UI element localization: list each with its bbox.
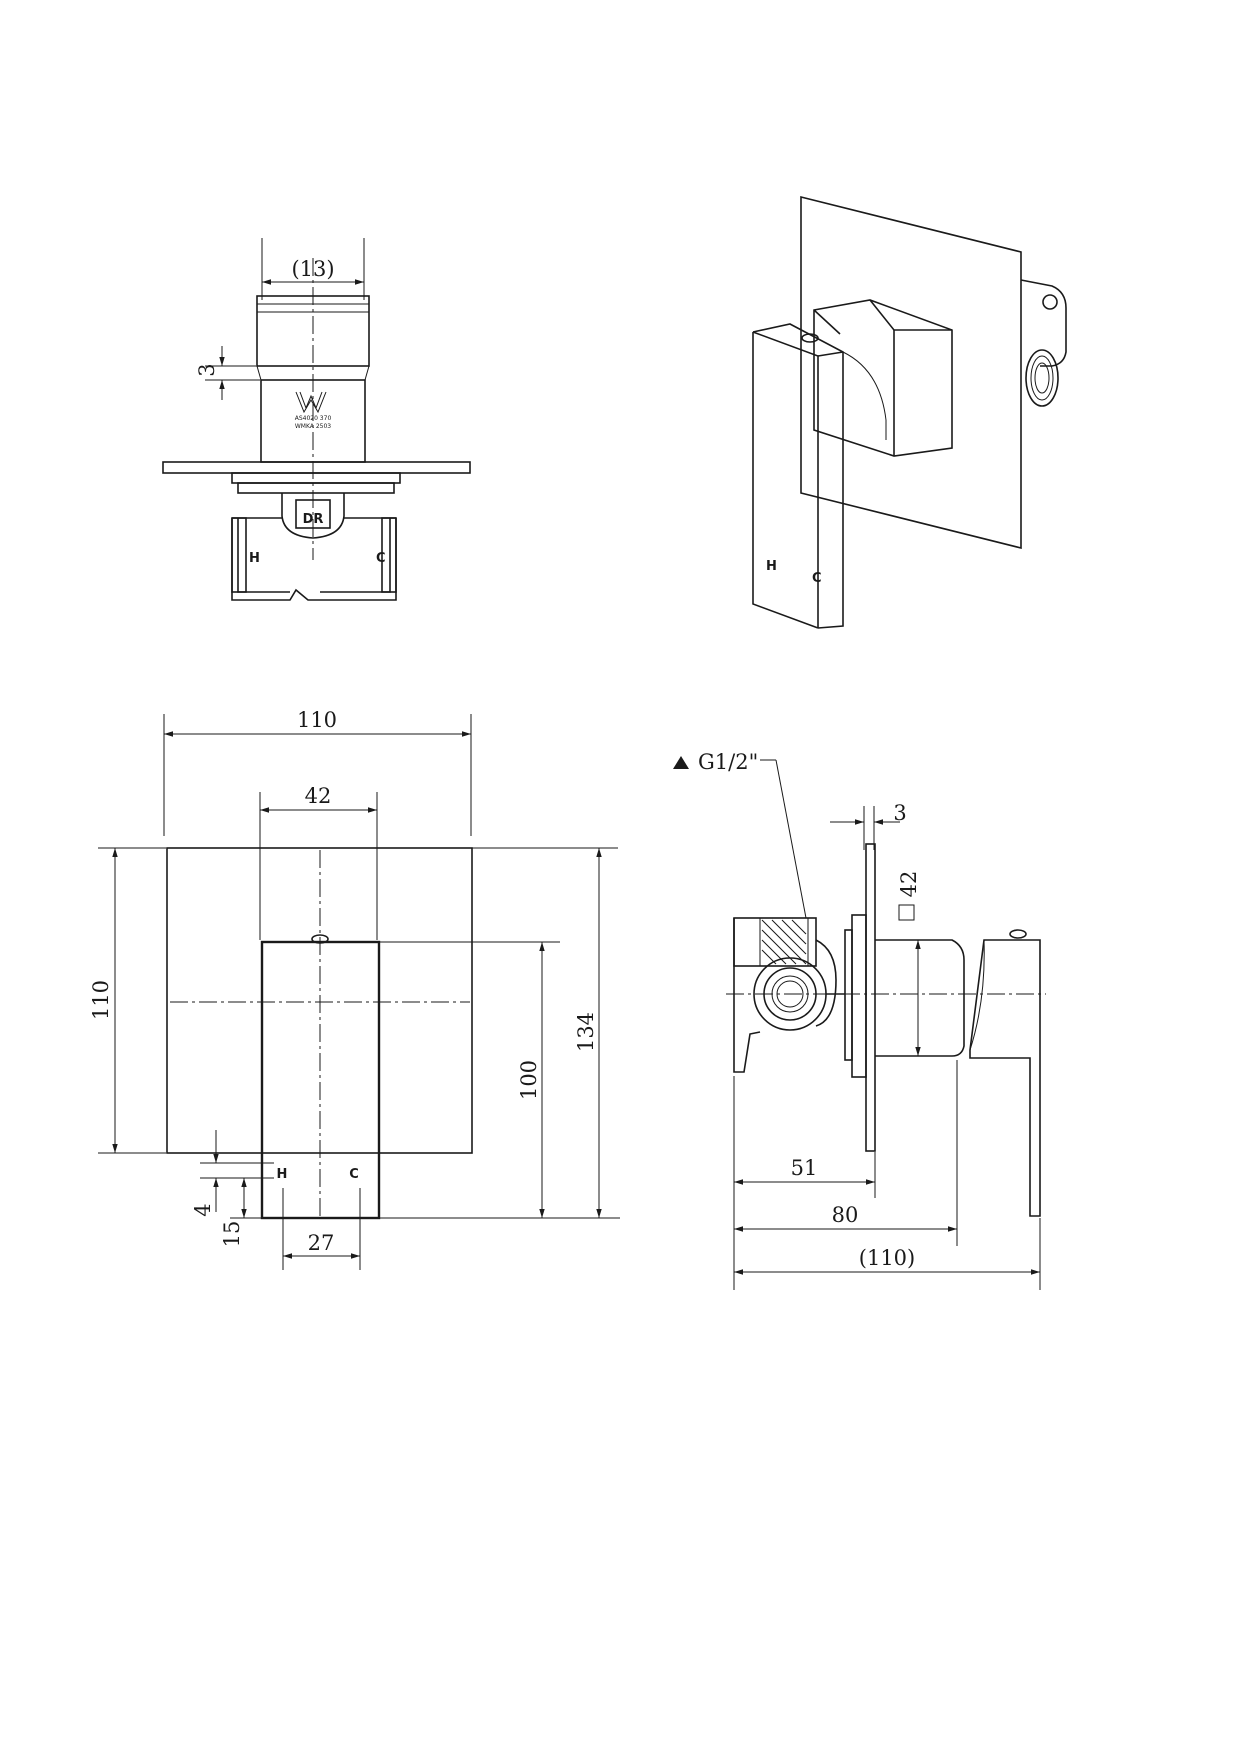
dim-body-depth: 51 [791,1156,818,1180]
dim-square: 42 [897,871,921,898]
dim-label-height: 15 [220,1221,244,1248]
dim-to-handle: 80 [832,1203,859,1227]
top-label-cold: C [376,551,386,566]
dim-hc-spacing: 27 [308,1231,335,1255]
dim-label-offset: 4 [191,1203,215,1216]
thread-triangle-icon [673,756,689,769]
dim-plate-height: 110 [89,980,113,1020]
dim-handle-width: 42 [305,784,332,808]
front-view: 110 42 110 100 134 H C [89,708,620,1270]
front-label-cold: C [349,1167,359,1182]
dim-total-height: 134 [574,1012,598,1052]
side-view: G1/2" 3 42 [673,750,1046,1290]
dim-plate-thickness: 3 [893,801,906,825]
isometric-view: H C [752,195,1067,629]
dim-plate-width: 110 [297,708,337,732]
top-label-hot: H [249,551,260,566]
dim-handle-height: 100 [517,1060,541,1100]
thread-label: G1/2" [698,750,758,774]
dim-step: 3 [195,363,219,376]
top-view: (13) 3 AS4020 370 WMKA 2503 DR [162,238,471,601]
iso-label-hot: H [766,559,777,574]
front-label-hot: H [277,1167,288,1182]
dim-total-depth: (110) [859,1246,915,1270]
iso-label-cold: C [812,571,822,586]
thread-hatching [761,919,807,965]
